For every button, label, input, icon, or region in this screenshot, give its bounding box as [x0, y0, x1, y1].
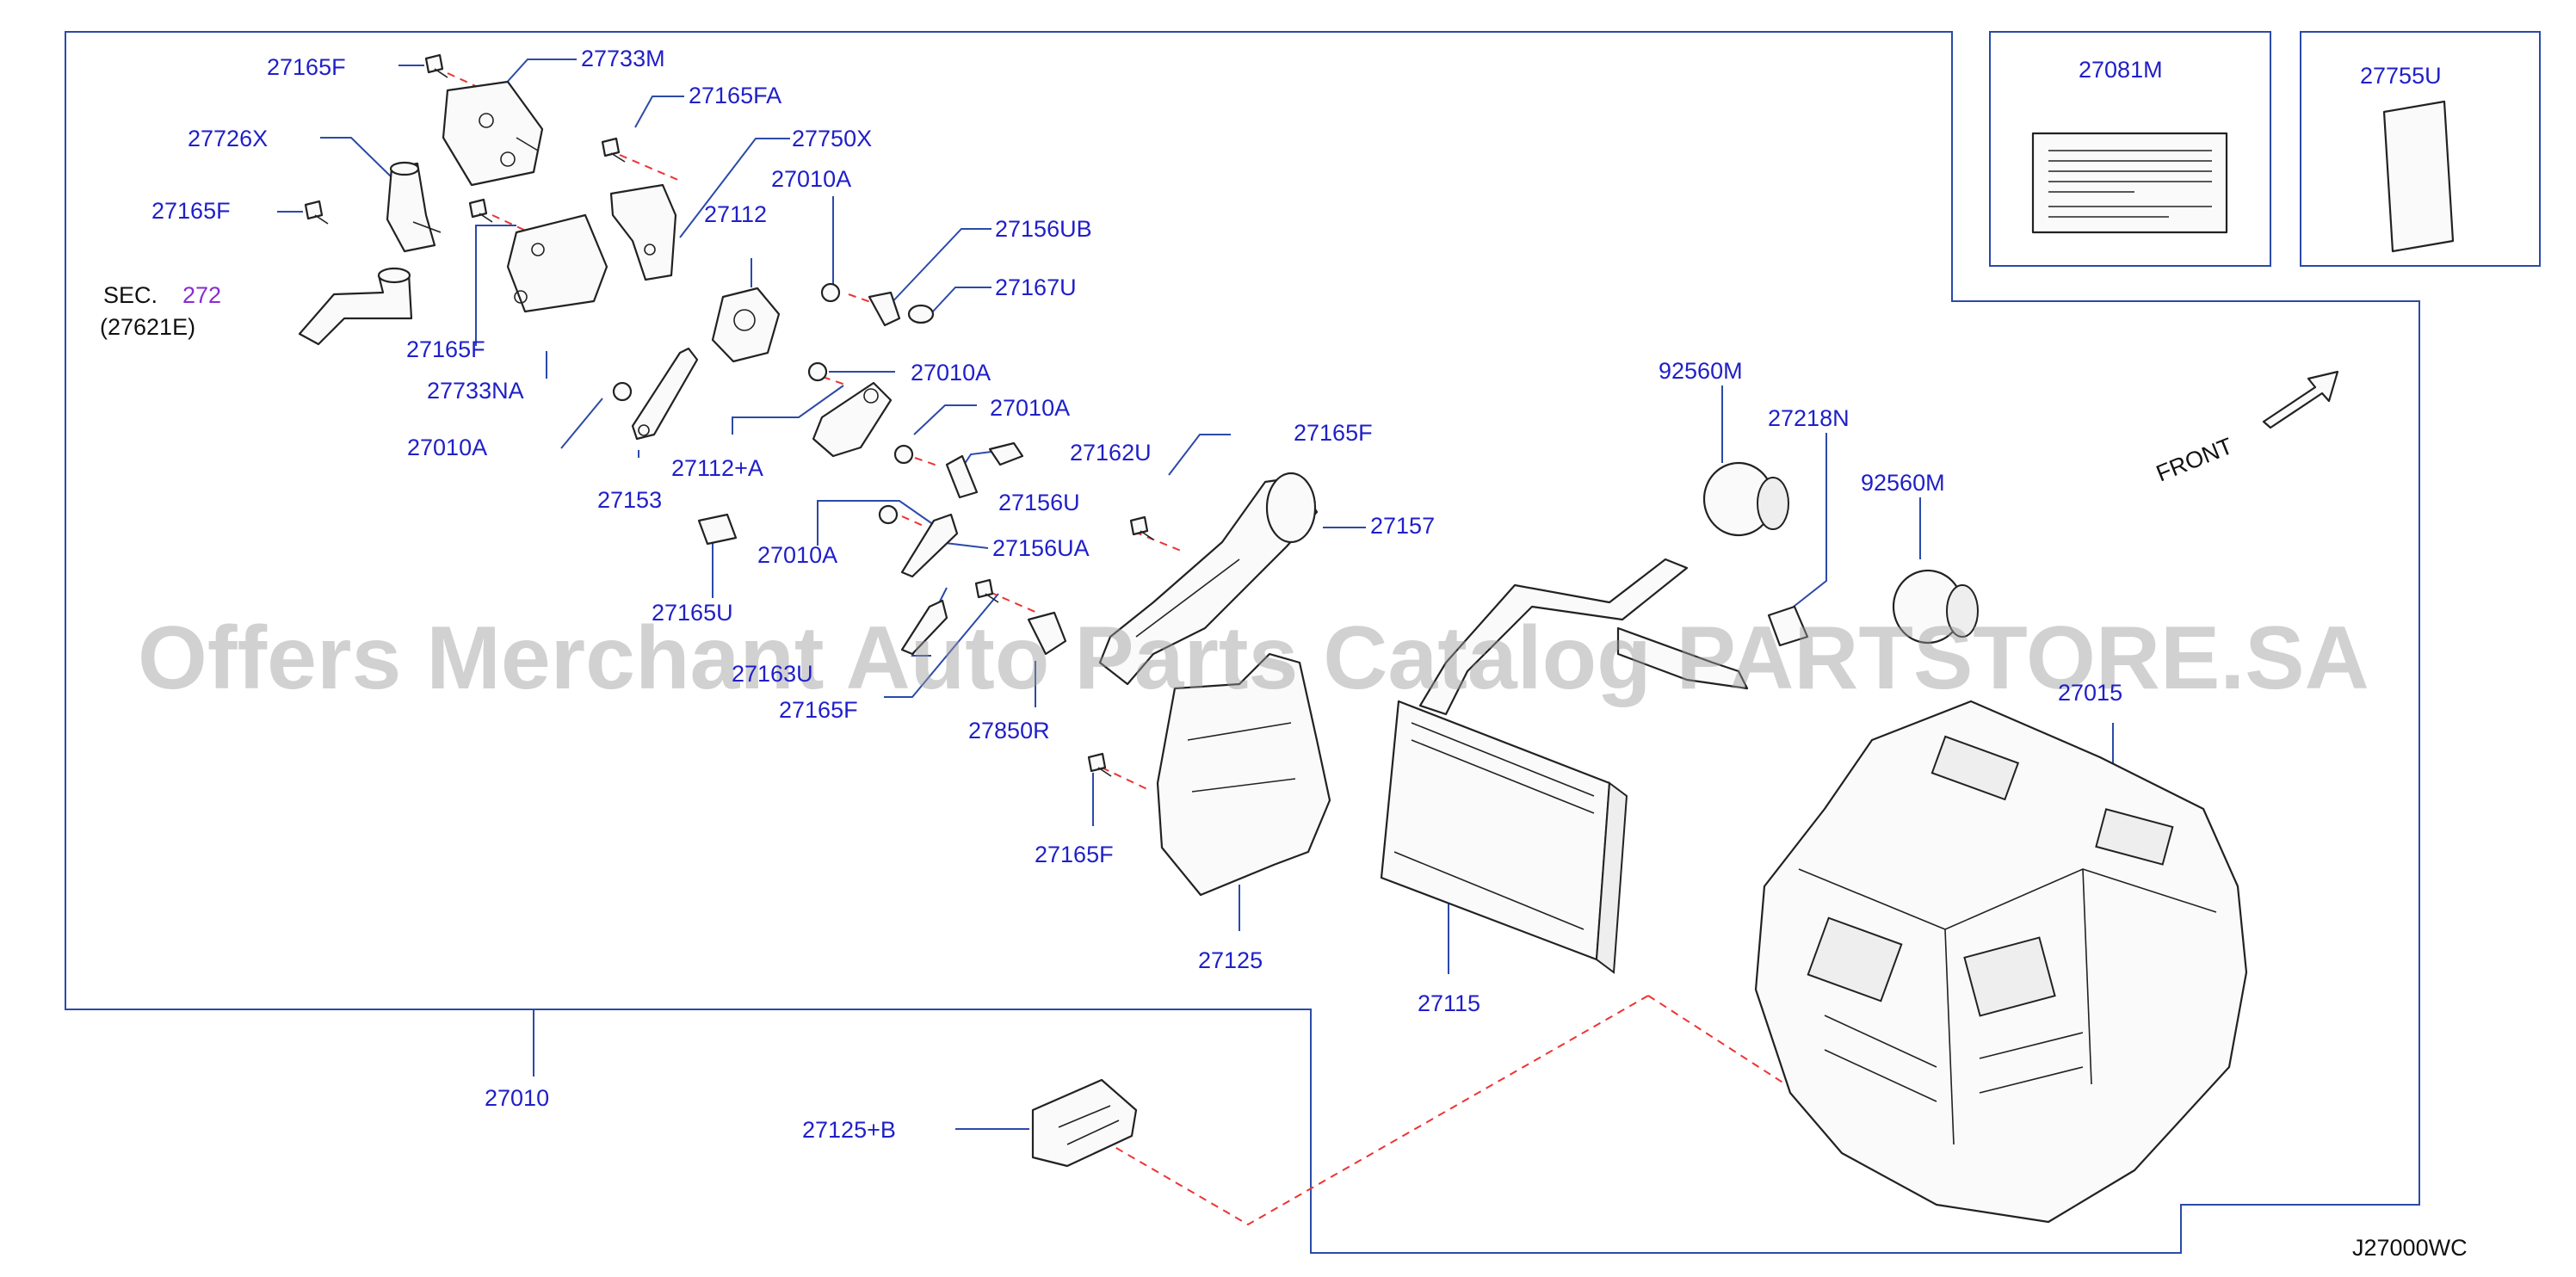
part-label-27010A[interactable]: 27010A: [911, 360, 991, 386]
heater-core-icon: [1380, 558, 1749, 974]
part-label-27733M[interactable]: 27733M: [581, 46, 665, 71]
part-label-27165F[interactable]: 27165F: [1035, 842, 1114, 867]
front-direction-label: FRONT: [2153, 433, 2236, 487]
screw-icon: [1129, 515, 1154, 540]
part-label-92560M[interactable]: 92560M: [1861, 470, 1945, 496]
sensor-icon: [386, 161, 442, 253]
bracket-icon: [1027, 611, 1067, 656]
link-lever-icon: [812, 381, 893, 458]
part-label-27081M[interactable]: 27081M: [2079, 57, 2163, 83]
grommet-icon: [1702, 461, 1789, 537]
clip-icon: [697, 513, 738, 546]
part-label-27165F[interactable]: 27165F: [406, 336, 485, 362]
part-label-27165F[interactable]: 27165F: [151, 198, 231, 224]
heater-unit-icon: [1754, 700, 2248, 1224]
part-label-27010A[interactable]: 27010A: [990, 395, 1070, 421]
section-number-link[interactable]: 272: [182, 282, 221, 308]
actuator-motor-icon: [442, 80, 544, 187]
part-label-27165F[interactable]: 27165F: [267, 54, 346, 80]
screw-icon: [468, 198, 493, 223]
hose-icon: [298, 267, 413, 346]
clip-icon: [1767, 605, 1809, 647]
leader-lines: [277, 59, 2114, 1130]
part-label-27153[interactable]: 27153: [597, 487, 662, 513]
part-label-27157[interactable]: 27157: [1370, 513, 1435, 539]
part-label-27010A[interactable]: 27010A: [771, 166, 851, 192]
part-label-27010A[interactable]: 27010A: [757, 542, 837, 568]
caution-label-icon: [2031, 132, 2228, 234]
part-label-27165FA[interactable]: 27165FA: [689, 83, 781, 108]
air-duct-icon: [1098, 472, 1319, 686]
air-duct-icon: [1156, 652, 1331, 897]
part-label-27750X[interactable]: 27750X: [792, 126, 872, 151]
part-label-27010[interactable]: 27010: [485, 1085, 549, 1111]
grommet-icon: [1892, 569, 1979, 645]
link-icon: [868, 291, 901, 327]
part-label-27156UA[interactable]: 27156UA: [992, 535, 1090, 561]
part-label-27010A[interactable]: 27010A: [407, 435, 487, 460]
part-label-27125[interactable]: 27125: [1198, 947, 1263, 973]
clip-icon: [1031, 1078, 1138, 1168]
section-sub-ref: (27621E): [100, 314, 195, 340]
actuator-motor-icon: [506, 213, 608, 313]
diagram-code: J27000WC: [2352, 1235, 2468, 1261]
part-label-27733NA[interactable]: 27733NA: [427, 378, 524, 404]
part-label-27112[interactable]: 27112: [704, 201, 767, 227]
part-label-27162U[interactable]: 27162U: [1070, 440, 1152, 466]
air-filter-icon: [2382, 100, 2455, 253]
assembly-frame: [65, 31, 2420, 1254]
screw-icon: [974, 578, 999, 603]
screw-icon: [601, 137, 626, 163]
part-label-27156UB[interactable]: 27156UB: [995, 216, 1092, 242]
part-label-27755U[interactable]: 27755U: [2360, 63, 2442, 89]
screw-icon: [424, 53, 448, 78]
link-cover-icon: [711, 287, 781, 363]
label-box-frame: [1989, 31, 2271, 267]
part-label-92560M[interactable]: 92560M: [1659, 358, 1743, 384]
section-prefix: SEC.: [103, 282, 158, 308]
clip-icon: [612, 282, 914, 525]
part-label-27165U[interactable]: 27165U: [652, 600, 733, 626]
part-label-27015[interactable]: 27015: [2058, 680, 2122, 706]
link-icon: [988, 441, 1024, 466]
part-label-27218N[interactable]: 27218N: [1768, 405, 1850, 431]
link-icon: [907, 304, 935, 324]
link-icon: [900, 599, 948, 656]
watermark-text: Offers Merchant Auto Parts Catalog PARTS…: [138, 608, 2369, 708]
front-arrow-icon: [2262, 370, 2339, 429]
screw-icon: [304, 200, 329, 225]
part-label-27163U[interactable]: 27163U: [732, 661, 813, 687]
screw-icon: [1087, 752, 1112, 777]
lever-icon: [631, 347, 699, 441]
part-label-27165F[interactable]: 27165F: [779, 697, 858, 723]
filter-box-frame: [2300, 31, 2541, 267]
part-label-27165F[interactable]: 27165F: [1294, 420, 1373, 446]
link-icon: [900, 513, 959, 578]
part-label-27125B[interactable]: 27125+B: [802, 1117, 896, 1143]
part-label-27156U[interactable]: 27156U: [998, 490, 1080, 515]
bracket-icon: [609, 183, 677, 281]
part-label-27167U[interactable]: 27167U: [995, 275, 1077, 300]
part-label-27112A[interactable]: 27112+A: [671, 455, 763, 481]
assembly-dashed-lines: [447, 72, 1800, 1226]
part-label-27115[interactable]: 27115: [1418, 990, 1480, 1016]
part-label-27850R[interactable]: 27850R: [968, 718, 1050, 743]
link-icon: [945, 454, 979, 499]
part-label-27726X[interactable]: 27726X: [188, 126, 268, 151]
